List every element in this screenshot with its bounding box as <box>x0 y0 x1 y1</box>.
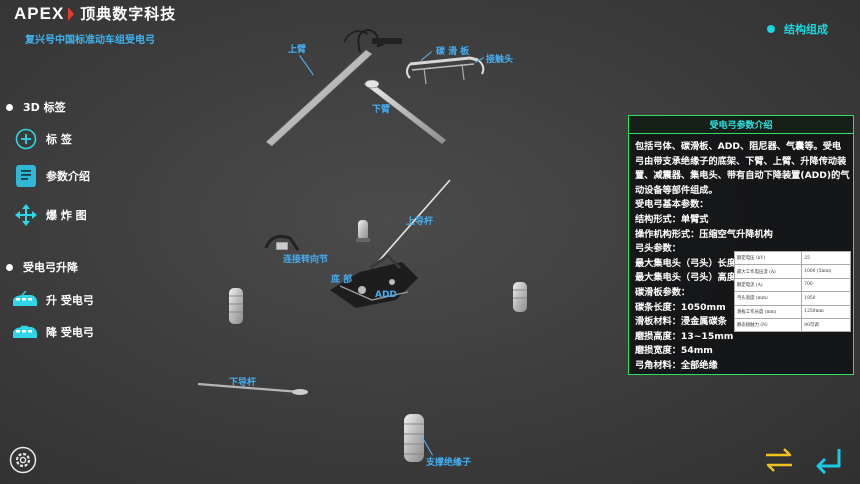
label-carbon-strip[interactable]: 碳 滑 板 <box>436 47 470 57</box>
label-support-insulator[interactable]: 支撑绝缘子 <box>426 458 472 468</box>
panel-text-line: 弓头参数： <box>635 243 681 255</box>
label-lower-guide-rod[interactable]: 下导杆 <box>229 378 257 388</box>
menu-item-parameters-label: 参数介绍 <box>46 170 90 183</box>
panel-text-line: 置、减震器、集电头、带有自动下降装置(ADD)的气 <box>635 170 850 182</box>
table-cell: 静态接触力 (N) <box>733 317 803 333</box>
menu-item-tags-label: 标 签 <box>46 133 72 146</box>
structure-composition-label: 结构组成 <box>784 23 828 36</box>
bullet-icon <box>6 263 13 271</box>
base-frame-part[interactable] <box>330 254 418 308</box>
table-cell: 弓头宽度 (mm) <box>733 291 803 306</box>
gear-icon <box>9 446 37 474</box>
explode-arrows-icon <box>14 203 38 227</box>
menu-item-tags[interactable]: 标 签 <box>14 127 72 151</box>
table-row: 额定电压 (kV)25 <box>733 250 851 266</box>
parameter-table: 额定电压 (kV)25 最大工作电压流 (A)1000 (5min) 额定电流 … <box>733 250 851 333</box>
table-row: 静态接触力 (N)80可调 <box>733 317 851 333</box>
dot-icon <box>767 25 775 33</box>
swap-arrows-icon <box>766 448 792 472</box>
lower-pantograph-button[interactable]: 降 受电弓 <box>12 320 94 344</box>
lower-guide-rod-part[interactable] <box>197 382 308 395</box>
table-cell: 1250mm <box>801 304 851 319</box>
table-cell: 滑板工作长度 (mm) <box>733 304 803 319</box>
panel-text-line: 动设备等部件组成。 <box>635 184 718 196</box>
tag-section-header: 3D 标签 <box>6 99 66 115</box>
insulator-right[interactable] <box>513 282 527 312</box>
label-contact-head[interactable]: 接触头 <box>486 55 514 65</box>
menu-item-exploded-view[interactable]: 爆 炸 图 <box>14 203 87 227</box>
lower-pantograph-label: 降 受电弓 <box>46 326 94 339</box>
lift-section-header: 受电弓升降 <box>6 259 78 275</box>
panel-text-line: 碳条长度：1050mm <box>635 301 726 313</box>
table-row: 额定电流 (A)700 <box>733 277 851 293</box>
panel-text-line: 磨损高度：13~15mm <box>635 330 734 342</box>
table-cell: 1000 (5min) <box>801 264 851 279</box>
panel-text-line: 碳滑板参数： <box>635 286 691 298</box>
label-upper-guide-rod[interactable]: 上导杆 <box>406 217 434 227</box>
label-add[interactable]: ADD <box>375 290 397 300</box>
lift-section-label: 受电弓升降 <box>23 261 78 274</box>
label-lower-arm[interactable]: 下臂 <box>372 105 391 115</box>
connector-part[interactable] <box>264 234 300 251</box>
plus-circle-icon <box>14 127 38 151</box>
table-cell: 额定电流 (A) <box>733 277 803 293</box>
brand-name-en: APEX <box>14 3 65 23</box>
panel-text-line: 最大集电头（弓头）高度： 365±5mm <box>635 272 801 284</box>
upper-arm-part[interactable] <box>265 28 402 147</box>
parameter-panel: 受电弓参数介绍 包括弓体、碳滑板、ADD、阻尼器、气囊等。受电 弓由带支承绝缘子… <box>628 115 854 375</box>
table-cell: 25 <box>801 250 851 266</box>
train-down-icon <box>12 320 38 344</box>
panel-text-line: 弓由带支承绝缘子的底架、下臂、上臂、升降传动装 <box>635 155 847 167</box>
return-arrow-icon <box>816 449 841 475</box>
panel-text-line: 受电弓基本参数： <box>635 199 709 211</box>
insulator-small-left[interactable] <box>356 220 370 242</box>
label-base[interactable]: 底 部 <box>331 275 353 285</box>
brand-mark-icon <box>68 6 75 21</box>
parameter-panel-body: 包括弓体、碳滑板、ADD、阻尼器、气囊等。受电 弓由带支承绝缘子的底架、下臂、上… <box>629 134 853 374</box>
panel-text-line: 包括弓体、碳滑板、ADD、阻尼器、气囊等。受电 <box>635 141 842 152</box>
structure-composition-button[interactable]: 结构组成 <box>767 21 828 37</box>
parameter-panel-title: 受电弓参数介绍 <box>629 116 853 134</box>
panel-text-line: 最大集电头（弓头）长度： 1950±12mm <box>635 257 814 269</box>
settings-button[interactable] <box>9 446 37 474</box>
carbon-strip-part[interactable] <box>406 56 485 85</box>
panel-text-line: 操作机构形式：压缩空气升降机构 <box>635 228 773 240</box>
panel-text-line: 滑板材料：浸金属碳条 <box>635 316 727 328</box>
panel-text-line: 结构形式：单臂式 <box>635 213 709 225</box>
label-connector[interactable]: 连接转向节 <box>283 255 329 265</box>
table-cell: 额定电压 (kV) <box>733 250 803 266</box>
table-cell: 最大工作电压流 (A) <box>733 264 803 279</box>
panel-text-line: 磨损宽度：54mm <box>635 345 713 357</box>
table-cell: 700 <box>801 277 851 293</box>
raise-pantograph-label: 升 受电弓 <box>46 294 94 307</box>
upper-guide-rod-part[interactable] <box>377 179 451 263</box>
brand-logo: APEX 顶典数字科技 <box>14 3 176 24</box>
document-icon <box>14 164 38 188</box>
switch-view-button[interactable] <box>763 446 795 474</box>
lower-arm-part[interactable] <box>363 79 447 145</box>
table-row: 最大工作电压流 (A)1000 (5min) <box>733 264 851 279</box>
insulator-left[interactable] <box>229 288 243 324</box>
label-upper-arm[interactable]: 上臂 <box>288 45 307 55</box>
train-up-icon <box>12 288 38 312</box>
table-row: 弓头宽度 (mm)1950 <box>733 291 851 306</box>
support-insulator-part[interactable] <box>404 414 424 462</box>
table-cell: 80可调 <box>801 317 851 333</box>
bullet-icon <box>6 103 13 111</box>
raise-pantograph-button[interactable]: 升 受电弓 <box>12 288 94 312</box>
menu-item-exploded-view-label: 爆 炸 图 <box>46 209 87 222</box>
tag-section-label: 3D 标签 <box>23 101 66 114</box>
panel-text-line: 弓角材料：全部绝缘 <box>635 359 718 371</box>
menu-item-parameters[interactable]: 参数介绍 <box>14 164 90 188</box>
table-cell: 1950 <box>801 291 851 306</box>
page-subtitle: 复兴号中国标准动车组受电弓 <box>25 35 155 46</box>
back-button[interactable] <box>813 446 845 475</box>
table-row: 滑板工作长度 (mm)1250mm <box>733 304 851 319</box>
brand-name-cn: 顶典数字科技 <box>80 5 177 23</box>
